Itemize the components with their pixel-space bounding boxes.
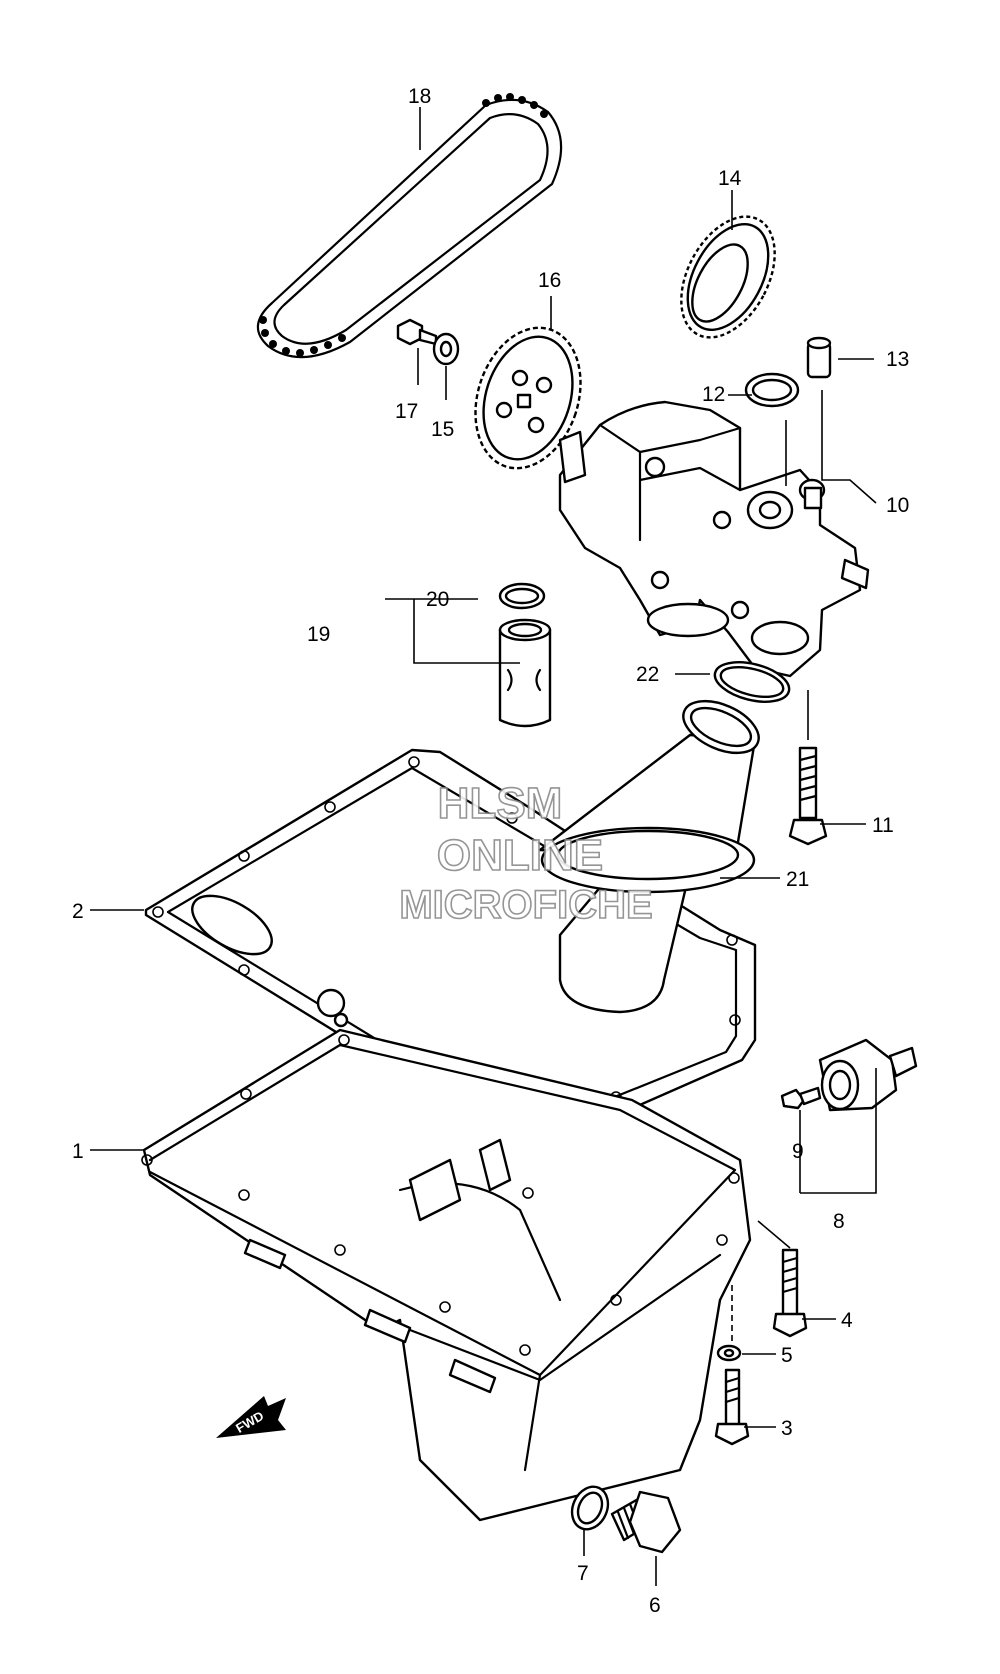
drain-plug xyxy=(610,1490,682,1554)
callout-21: 21 xyxy=(786,868,809,891)
callout-12: 12 xyxy=(702,383,725,406)
watermark-line-1: HLSM xyxy=(438,779,563,828)
callout-13: 13 xyxy=(886,348,909,371)
callout-17: 17 xyxy=(395,400,418,423)
callout-22: 22 xyxy=(636,663,659,686)
callout-5: 5 xyxy=(781,1344,793,1367)
o-ring-22 xyxy=(713,661,791,703)
watermark-line-2: ONLINE xyxy=(437,831,603,880)
callout-15: 15 xyxy=(431,418,454,441)
forward-arrow-icon: FWD xyxy=(216,1396,286,1438)
dowel-pin-13 xyxy=(806,336,832,379)
callout-19: 19 xyxy=(307,623,330,646)
callout-11: 11 xyxy=(872,814,894,837)
callout-2: 2 xyxy=(72,900,84,923)
o-ring-20 xyxy=(498,582,546,610)
sprocket-washer xyxy=(432,332,460,366)
pump-drive-sprocket xyxy=(474,326,582,470)
callout-14: 14 xyxy=(718,167,742,190)
callout-20: 20 xyxy=(426,588,449,611)
callout-8: 8 xyxy=(833,1210,845,1233)
oil-pan-bolt-3 xyxy=(714,1368,750,1446)
oil-pan-gasket xyxy=(144,748,757,1152)
callout-3: 3 xyxy=(781,1417,793,1440)
callout-labels: 18 14 16 13 12 17 15 10 20 19 22 11 21 2… xyxy=(72,85,909,1617)
switch-screw xyxy=(780,1086,822,1110)
oil-pump xyxy=(558,400,870,678)
watermark-line-3: MICROFICHE xyxy=(399,883,652,927)
drive-chain xyxy=(256,93,563,359)
oil-pan-bolt-4 xyxy=(772,1248,808,1338)
pump-driven-gear xyxy=(680,215,776,339)
callout-9: 9 xyxy=(792,1140,804,1163)
washer-5 xyxy=(716,1344,742,1362)
callout-7: 7 xyxy=(577,1562,589,1585)
sprocket-bolt xyxy=(396,318,438,346)
callout-10: 10 xyxy=(886,494,909,517)
callout-1: 1 xyxy=(72,1140,84,1163)
o-ring-12 xyxy=(744,372,800,408)
oil-strainer xyxy=(538,699,760,1014)
oil-pipe-19 xyxy=(498,618,552,728)
oil-pressure-switch xyxy=(818,1038,918,1112)
oil-pan xyxy=(141,1028,752,1522)
callout-4: 4 xyxy=(841,1309,853,1332)
pump-mount-bolt xyxy=(788,746,828,846)
callout-18: 18 xyxy=(408,85,431,108)
leader-lines xyxy=(90,107,877,1586)
watermark: HLSM ONLINE MICROFICHE xyxy=(399,778,654,928)
callout-6: 6 xyxy=(649,1594,661,1617)
drain-plug-gasket xyxy=(570,1485,610,1531)
callout-16: 16 xyxy=(538,269,561,292)
